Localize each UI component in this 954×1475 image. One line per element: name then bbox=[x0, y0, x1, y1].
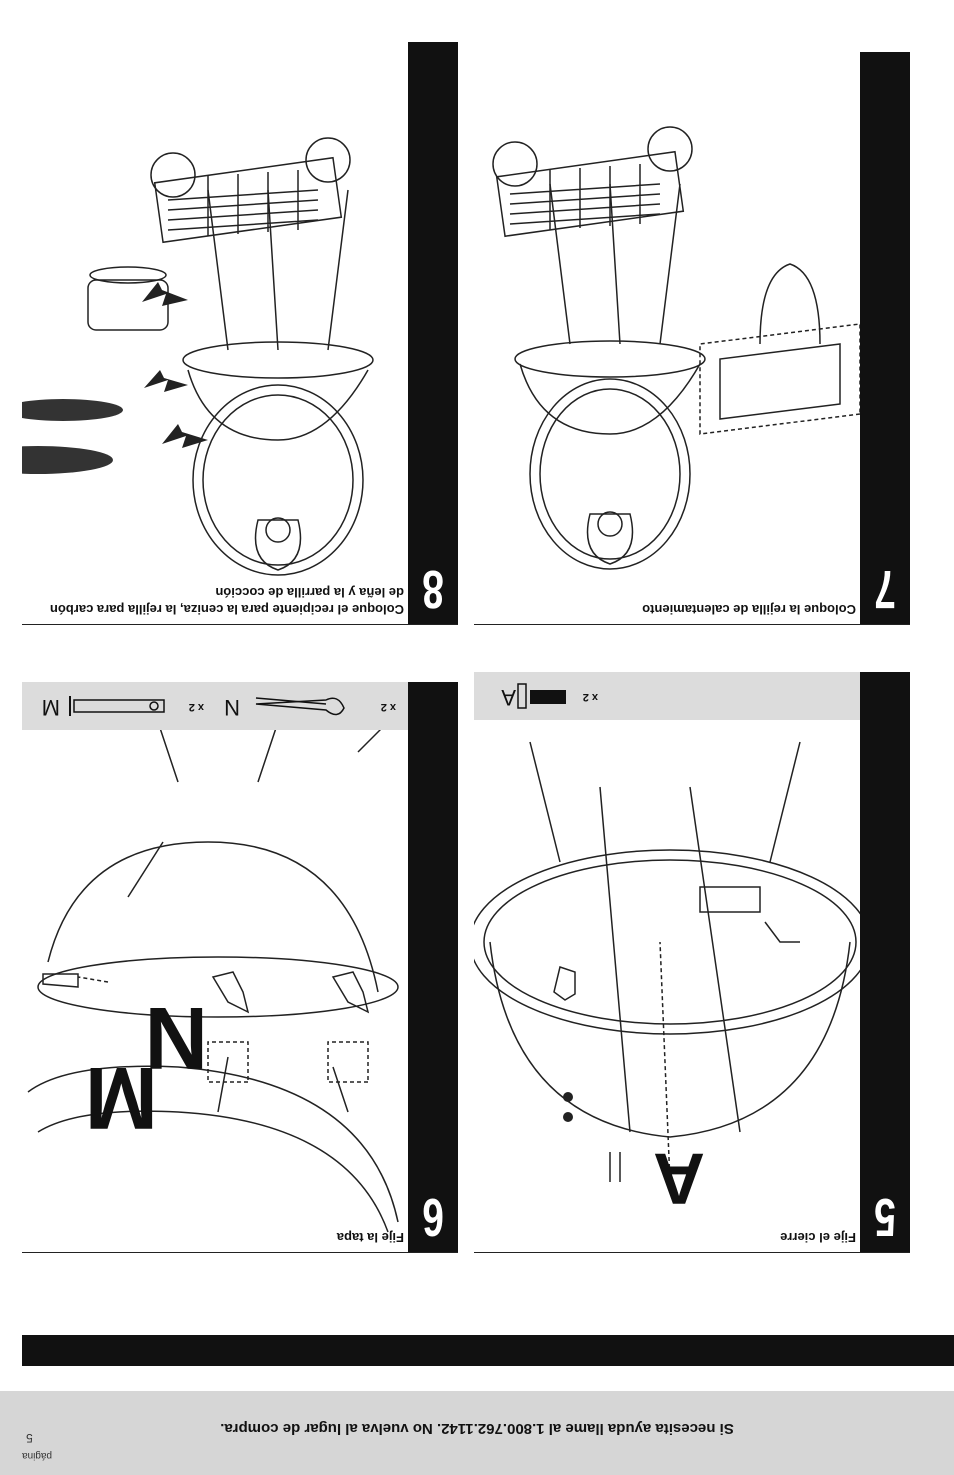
step-number: 5 bbox=[874, 1187, 896, 1247]
step-6-panel: 6 Fije la tapa M N M bbox=[22, 682, 458, 1253]
step-number: 8 bbox=[422, 559, 444, 619]
step-number: 6 bbox=[422, 1187, 444, 1247]
pin-icon bbox=[69, 696, 165, 716]
part-label-a: A bbox=[501, 685, 516, 710]
page-number: 5 bbox=[26, 1431, 33, 1445]
step-number-tab: 8 bbox=[408, 42, 458, 624]
callout-n: N bbox=[144, 989, 208, 1088]
part-qty-a: x 2 bbox=[582, 691, 598, 703]
part-qty-n: x 2 bbox=[380, 701, 396, 713]
bolt-icon bbox=[517, 683, 566, 709]
step-8-illustration bbox=[22, 137, 374, 576]
callout-a: A bbox=[653, 1138, 705, 1218]
step-6-illustration bbox=[27, 722, 399, 1233]
step-number: 7 bbox=[874, 559, 896, 619]
step-7-panel: 7 Coloque la rejilla de calentamiento bbox=[474, 52, 910, 625]
clip-pin-icon bbox=[255, 697, 345, 716]
step-number-tab: 6 bbox=[408, 682, 458, 1252]
parts-box: A x 2 bbox=[474, 672, 860, 720]
step-7-illustration bbox=[492, 126, 860, 570]
step-5-panel: 5 Fije el cierre A A bbox=[474, 672, 910, 1253]
header-bar bbox=[22, 1335, 954, 1366]
step-8-panel: 8 Coloque el recipiente para la ceniza, … bbox=[22, 42, 458, 625]
help-text: Si necesita ayuda llame al 1.800.762.114… bbox=[220, 1420, 734, 1437]
parts-box: M x 2 N x 2 bbox=[22, 682, 408, 730]
step-number-tab: 5 bbox=[860, 672, 910, 1252]
page-label: página bbox=[22, 1450, 53, 1461]
part-qty-m: x 2 bbox=[188, 701, 204, 713]
part-label-n: N bbox=[224, 695, 240, 720]
step-5-illustration bbox=[474, 741, 860, 1183]
help-footer: Si necesita ayuda llame al 1.800.762.114… bbox=[0, 1391, 954, 1475]
step-number-tab: 7 bbox=[860, 52, 910, 624]
part-label-m: M bbox=[41, 695, 60, 720]
